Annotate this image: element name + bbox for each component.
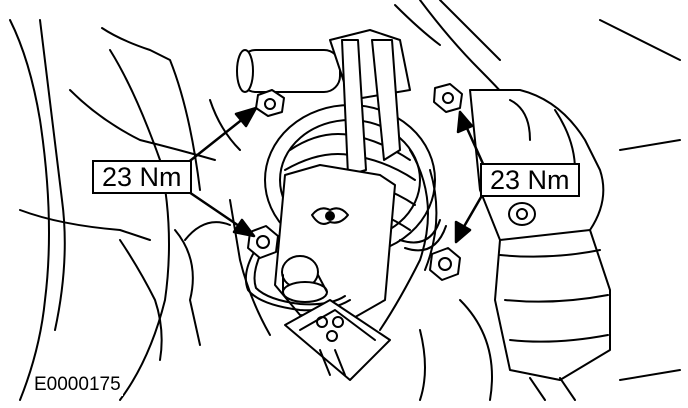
figure-id-label: E0000175: [32, 374, 123, 396]
connector: [284, 299, 391, 381]
left-leaders: [184, 106, 258, 238]
right-frame-lines: [419, 19, 681, 401]
lower-left-nut: [247, 225, 279, 259]
upper-left-nut: [255, 89, 285, 117]
torque-callout-left: 23 Nm: [92, 160, 192, 194]
knob: [281, 255, 328, 303]
right-leaders: [454, 110, 486, 244]
left-frame-lines: [9, 19, 271, 401]
drive-shaft: [469, 89, 611, 401]
selector-lever: [341, 39, 401, 176]
torque-callout-right: 23 Nm: [480, 163, 580, 197]
upper-right-nut: [433, 83, 463, 113]
lower-right-nut: [429, 247, 461, 281]
